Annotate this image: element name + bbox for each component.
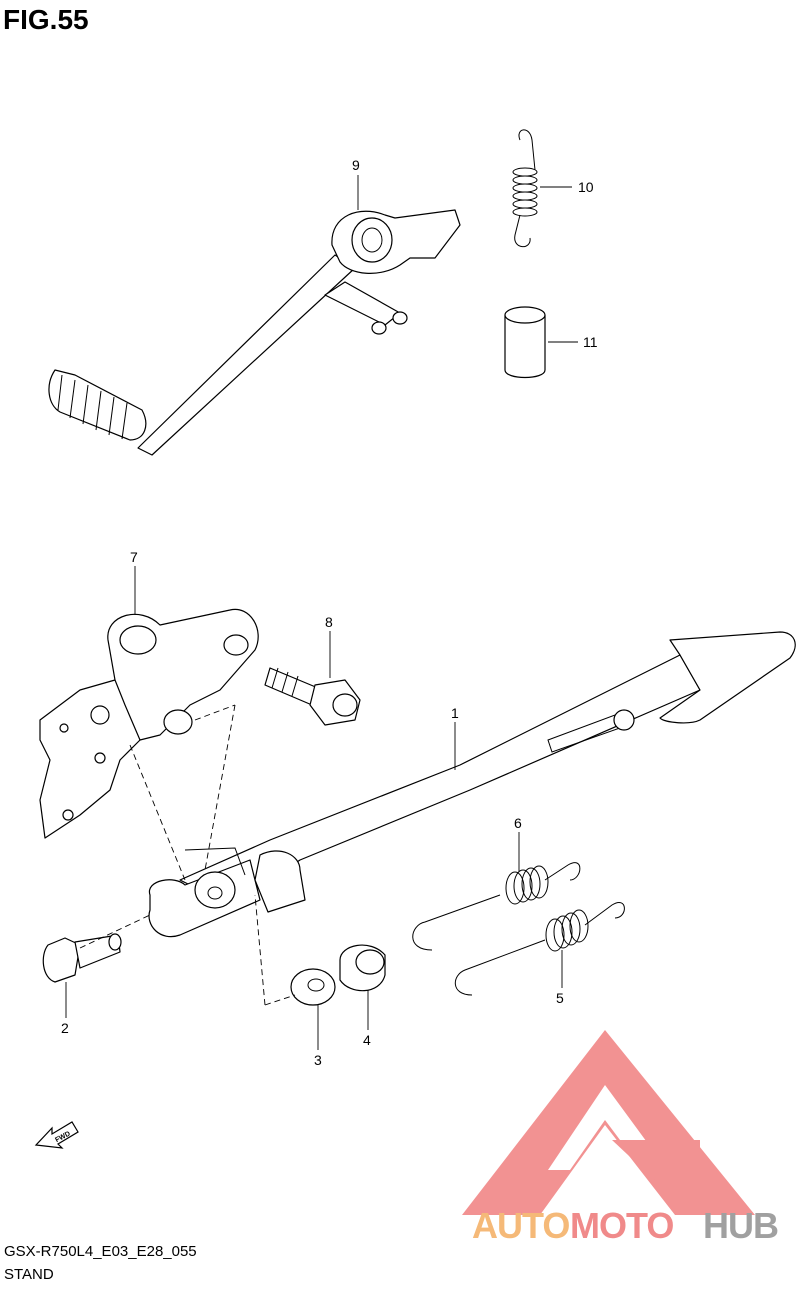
- part-7-bracket: [39, 608, 259, 839]
- callout-2: 2: [61, 1020, 69, 1036]
- fwd-arrow-icon: FWD: [34, 1121, 79, 1149]
- part-9-pedal: [48, 209, 461, 456]
- watermark-moto: MOTO: [570, 1205, 674, 1246]
- part-1-side-stand: [148, 631, 796, 938]
- part-2-pivot-bolt: [42, 933, 122, 983]
- watermark-hub: HUB: [703, 1205, 779, 1246]
- callout-5: 5: [556, 990, 564, 1006]
- leader-lines: [65, 175, 578, 1050]
- callout-10: 10: [578, 179, 594, 195]
- callout-1: 1: [451, 705, 459, 721]
- assembly-lines: [79, 704, 296, 1006]
- part-10-spring: [512, 129, 538, 248]
- watermark-logo-icon: [462, 1030, 755, 1215]
- part-3-washer: [290, 968, 336, 1006]
- part-8-bolt: [264, 667, 361, 726]
- section-name: STAND: [4, 1266, 54, 1283]
- part-6-spring: [412, 862, 581, 951]
- callout-4: 4: [363, 1032, 371, 1048]
- callout-8: 8: [325, 614, 333, 630]
- part-5-spring: [454, 902, 625, 996]
- figure-title: FIG.55: [3, 4, 89, 35]
- callout-7: 7: [130, 549, 138, 565]
- watermark-auto: AUTO: [472, 1205, 570, 1246]
- callout-3: 3: [314, 1052, 322, 1068]
- callout-11: 11: [583, 334, 598, 350]
- part-11-collar: [504, 306, 546, 379]
- callout-9: 9: [352, 157, 360, 173]
- model-code: GSX-R750L4_E03_E28_055: [4, 1243, 197, 1260]
- callout-6: 6: [514, 815, 522, 831]
- part-4-nut: [339, 944, 386, 992]
